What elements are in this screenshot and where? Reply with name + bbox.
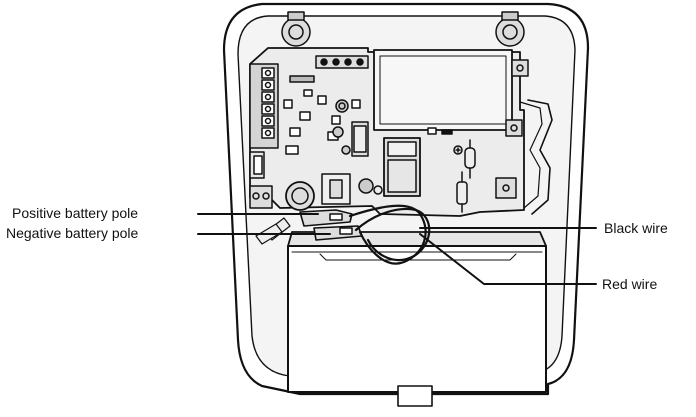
resistor — [464, 139, 476, 179]
mounting-post-right — [495, 11, 525, 47]
terminal-block-right — [495, 177, 517, 199]
transformer — [383, 137, 421, 197]
mounting-post-left — [281, 11, 311, 47]
battery-handle — [397, 385, 433, 407]
circuit-board — [249, 47, 553, 217]
battery — [287, 231, 547, 407]
negative-pole-label: Negative battery pole — [6, 225, 139, 241]
display-module — [373, 49, 513, 131]
large-capacitor — [285, 181, 315, 211]
red-wire-label: Red wire — [602, 276, 658, 292]
positive-pole-label: Positive battery pole — [12, 205, 139, 221]
terminal-block-left — [249, 185, 273, 209]
black-wire-label: Black wire — [604, 220, 668, 236]
terminal-screws — [261, 67, 275, 139]
fuse — [456, 171, 468, 213]
red-wire-leader — [419, 233, 597, 285]
leader-lines — [197, 213, 597, 285]
top-connector — [315, 55, 369, 69]
black-wire-loop — [348, 204, 427, 265]
